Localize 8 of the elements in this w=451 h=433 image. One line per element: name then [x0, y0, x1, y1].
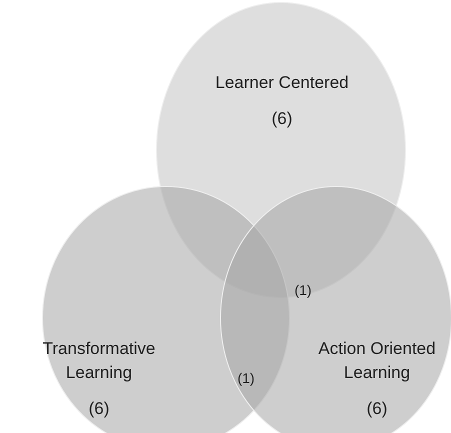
circle-title: Action Oriented Learning [317, 338, 437, 384]
overlap-count: (1) [237, 369, 255, 387]
overlap-count: (1) [294, 281, 312, 299]
circle-title: Learner Centered [215, 72, 349, 94]
circle-count: (6) [366, 398, 388, 420]
circle-title: Transformative Learning [42, 338, 156, 384]
circle-count: (6) [88, 398, 110, 420]
circle-count: (6) [272, 108, 292, 130]
